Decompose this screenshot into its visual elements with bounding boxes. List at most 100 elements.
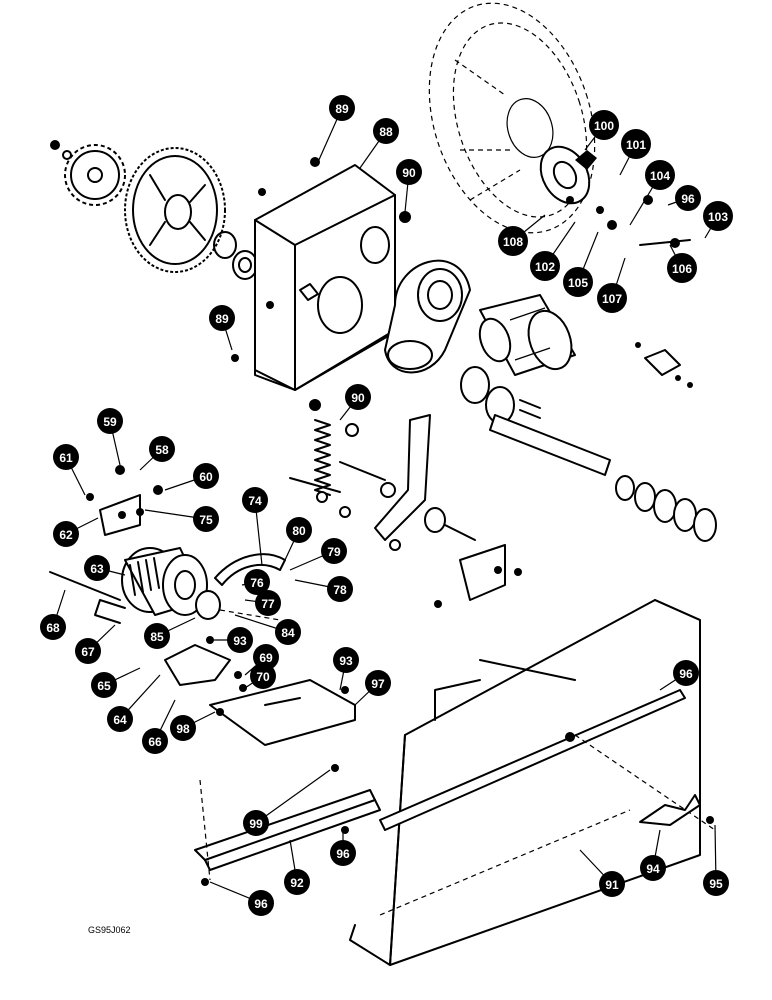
callout-bubble	[703, 870, 729, 896]
callout-bubble	[530, 251, 560, 281]
callout-number: 89	[215, 312, 229, 326]
callout-95: 95	[703, 824, 729, 896]
callout-bubble	[365, 670, 391, 696]
callout-number: 100	[594, 119, 614, 133]
callout-number: 67	[81, 645, 95, 659]
callout-93a: 93	[212, 627, 253, 653]
callout-68: 68	[40, 589, 66, 640]
callout-97: 97	[354, 670, 391, 706]
callout-number: 62	[59, 528, 73, 542]
callout-number: 59	[103, 415, 117, 429]
callout-bubble	[703, 201, 733, 231]
callout-bubble	[673, 660, 699, 686]
callout-number: 79	[327, 545, 341, 559]
callout-89b: 89	[209, 305, 235, 351]
callout-bubble	[97, 408, 123, 434]
callout-bubble	[321, 538, 347, 564]
callout-108: 108	[498, 214, 546, 256]
callout-bubble	[107, 706, 133, 732]
callout-number: 80	[292, 524, 306, 538]
rod-96	[379, 689, 716, 831]
callout-number: 61	[59, 451, 73, 465]
callout-79: 79	[289, 538, 347, 571]
callout-bubble	[75, 638, 101, 664]
callout-104: 104	[629, 160, 675, 226]
callout-70: 70	[244, 663, 276, 689]
adjust-strap	[214, 553, 286, 586]
callout-103: 103	[703, 201, 733, 239]
callout-number: 102	[535, 260, 555, 274]
flywheel-adapter	[539, 145, 597, 205]
tension-spring	[314, 419, 331, 503]
callout-number: 74	[248, 494, 262, 508]
large-gear	[124, 147, 226, 273]
callout-60: 60	[164, 463, 219, 491]
mount-bracket	[434, 544, 522, 608]
callout-layer: 8988901001011049610310810210510610789905…	[40, 95, 733, 916]
callout-number: 96	[336, 847, 350, 861]
callout-75: 75	[144, 506, 219, 532]
tensioner-lever	[374, 414, 476, 551]
callout-number: 78	[333, 583, 347, 597]
callout-bubble	[330, 840, 356, 866]
small-sprocket	[50, 140, 126, 206]
callout-bubble	[53, 444, 79, 470]
callout-bubble	[144, 623, 170, 649]
bracket-58	[99, 494, 141, 536]
callout-bubble	[589, 110, 619, 140]
flywheel	[428, 2, 596, 234]
bracket-94	[639, 794, 714, 826]
callout-94: 94	[640, 829, 666, 881]
callout-106: 106	[667, 244, 697, 283]
callout-105: 105	[563, 231, 599, 297]
callout-58: 58	[139, 436, 175, 471]
callout-number: 58	[155, 443, 169, 457]
callout-61: 61	[53, 444, 86, 496]
callout-number: 103	[708, 210, 728, 224]
callout-bubble	[675, 185, 701, 211]
callout-bubble	[286, 517, 312, 543]
callout-number: 66	[148, 735, 162, 749]
callout-bubble	[345, 384, 371, 410]
callout-67: 67	[75, 624, 116, 664]
callout-107: 107	[597, 257, 627, 313]
callout-bubble	[84, 555, 110, 581]
gear-housing	[254, 164, 396, 391]
callout-59: 59	[97, 408, 123, 466]
callout-bubble	[209, 305, 235, 331]
panel-91	[349, 599, 701, 966]
callout-bubble	[142, 728, 168, 754]
callout-96a: 96	[667, 185, 701, 211]
callout-number: 90	[402, 166, 416, 180]
callout-bubble	[329, 95, 355, 121]
callout-bubble	[333, 647, 359, 673]
callout-number: 93	[339, 654, 353, 668]
callout-leader	[255, 769, 331, 824]
starter-motor	[478, 294, 576, 376]
callout-bubble	[193, 463, 219, 489]
callout-number: 96	[681, 192, 695, 206]
callout-number: 64	[113, 713, 127, 727]
callout-number: 99	[249, 817, 263, 831]
callout-bubble	[244, 569, 270, 595]
callout-bubble	[373, 118, 399, 144]
idler-arm	[384, 259, 515, 424]
washers	[615, 475, 717, 542]
callout-96c: 96	[330, 830, 356, 866]
callout-bubble	[242, 487, 268, 513]
callout-number: 108	[503, 235, 523, 249]
shield-97	[209, 679, 356, 746]
callout-number: 96	[679, 667, 693, 681]
callout-65: 65	[91, 667, 141, 698]
callout-number: 84	[281, 626, 295, 640]
callout-bubble	[327, 576, 353, 602]
callout-66: 66	[142, 699, 176, 754]
callout-92: 92	[284, 839, 310, 895]
callout-bubble	[53, 521, 79, 547]
callout-number: 76	[250, 576, 264, 590]
callout-78: 78	[294, 576, 353, 602]
callout-bubble	[227, 627, 253, 653]
callout-number: 70	[256, 670, 270, 684]
callout-number: 90	[351, 391, 365, 405]
callout-number: 92	[290, 876, 304, 890]
